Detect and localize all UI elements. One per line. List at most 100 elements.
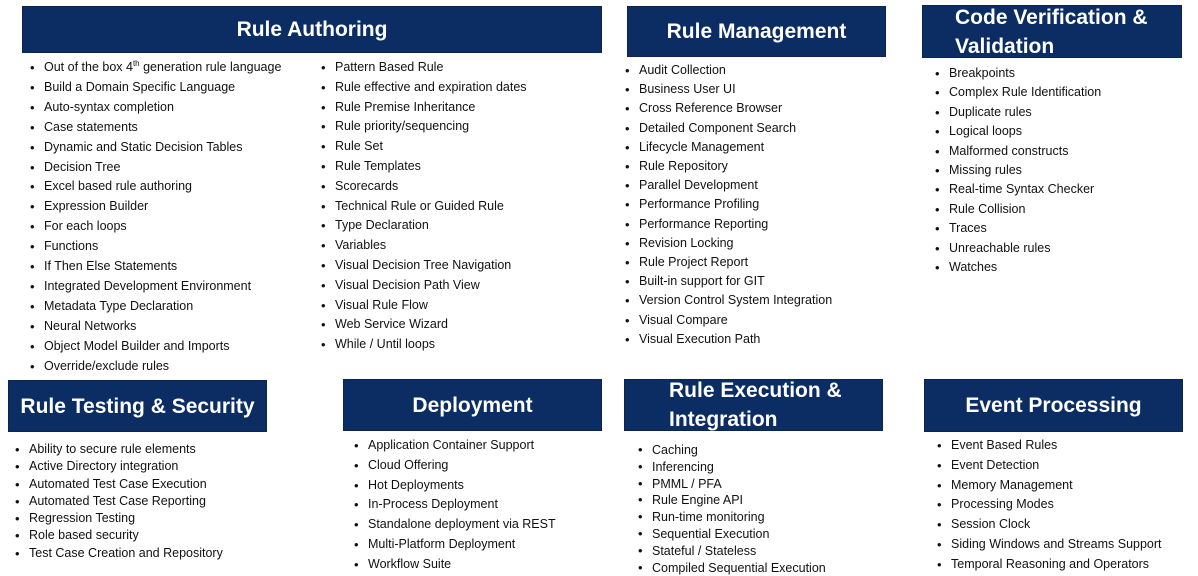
list-item: Built-in support for GIT bbox=[623, 272, 832, 291]
list-item: Event Detection bbox=[935, 456, 1162, 476]
list-item: For each loops bbox=[28, 217, 281, 237]
list-item: Stateful / Stateless bbox=[636, 543, 826, 560]
list-item: Scorecards bbox=[319, 177, 527, 197]
list-item: Metadata Type Declaration bbox=[28, 297, 281, 317]
list-item: Duplicate rules bbox=[933, 103, 1101, 123]
list-item: Rule priority/sequencing bbox=[319, 117, 527, 137]
deployment-title: Deployment bbox=[412, 393, 533, 417]
list-item: Rule effective and expiration dates bbox=[319, 78, 527, 98]
rule-testing-header: Rule Testing & Security bbox=[8, 380, 267, 432]
list-item: Processing Modes bbox=[935, 495, 1162, 515]
code-verification-title: Code Verification & Validation bbox=[955, 5, 1148, 58]
code-verification-header: Code Verification & Validation bbox=[922, 5, 1182, 58]
list-item: While / Until loops bbox=[319, 335, 527, 355]
list-item: Complex Rule Identification bbox=[933, 83, 1101, 103]
rule-execution-list: Caching Inferencing PMML / PFA Rule Engi… bbox=[636, 442, 826, 576]
list-item: Standalone deployment via REST bbox=[352, 515, 556, 535]
list-item: Decision Tree bbox=[28, 158, 281, 178]
list-item: Temporal Reasoning and Operators bbox=[935, 555, 1162, 575]
list-item: Ability to secure rule elements bbox=[13, 441, 223, 459]
list-item: Business User UI bbox=[623, 80, 832, 99]
rule-authoring-list-2: Pattern Based Rule Rule effective and ex… bbox=[319, 58, 527, 355]
rule-authoring-header: Rule Authoring bbox=[22, 6, 602, 53]
list-item: Pattern Based Rule bbox=[319, 58, 527, 78]
rule-execution-title: Rule Execution & Integration bbox=[669, 379, 842, 431]
list-item: If Then Else Statements bbox=[28, 257, 281, 277]
list-item: Run-time monitoring bbox=[636, 509, 826, 526]
list-item: Traces bbox=[933, 219, 1101, 239]
list-item: Override/exclude rules bbox=[28, 357, 281, 377]
list-item: Test Case Creation and Repository bbox=[13, 545, 223, 563]
event-processing-title: Event Processing bbox=[965, 394, 1142, 417]
event-processing-list: Event Based Rules Event Detection Memory… bbox=[935, 436, 1162, 575]
list-item: Workflow Suite bbox=[352, 555, 556, 575]
list-item: Performance Reporting bbox=[623, 215, 832, 234]
rule-authoring-list-1: Out of the box 4th generation rule langu… bbox=[28, 58, 281, 377]
list-item: Expression Builder bbox=[28, 197, 281, 217]
list-item: Malformed constructs bbox=[933, 142, 1101, 162]
rule-testing-list: Ability to secure rule elements Active D… bbox=[13, 441, 223, 562]
list-item: Compiled Sequential Execution bbox=[636, 560, 826, 576]
list-item: Web Service Wizard bbox=[319, 315, 527, 335]
rule-testing-title: Rule Testing & Security bbox=[20, 394, 255, 418]
list-item: Rule Collision bbox=[933, 200, 1101, 220]
list-item: Active Directory integration bbox=[13, 458, 223, 476]
list-item: Logical loops bbox=[933, 122, 1101, 142]
list-item: Neural Networks bbox=[28, 317, 281, 337]
list-item: Memory Management bbox=[935, 476, 1162, 496]
list-item: Parallel Development bbox=[623, 176, 832, 195]
list-item: Rule Engine API bbox=[636, 492, 826, 509]
list-item: Breakpoints bbox=[933, 64, 1101, 84]
list-item: Cloud Offering bbox=[352, 456, 556, 476]
list-item: Real-time Syntax Checker bbox=[933, 180, 1101, 200]
list-item: Version Control System Integration bbox=[623, 291, 832, 310]
rule-management-header: Rule Management bbox=[627, 6, 886, 57]
rule-management-title: Rule Management bbox=[666, 20, 847, 43]
list-item: Caching bbox=[636, 442, 826, 459]
deployment-list: Application Container Support Cloud Offe… bbox=[352, 436, 556, 575]
list-item: Visual Compare bbox=[623, 311, 832, 330]
list-item: Visual Rule Flow bbox=[319, 296, 527, 316]
list-item: Integrated Development Environment bbox=[28, 277, 281, 297]
list-item: Visual Decision Path View bbox=[319, 276, 527, 296]
list-item: Auto-syntax completion bbox=[28, 98, 281, 118]
list-item: Revision Locking bbox=[623, 234, 832, 253]
list-item: PMML / PFA bbox=[636, 476, 826, 493]
list-item: Object Model Builder and Imports bbox=[28, 337, 281, 357]
rule-management-list: Audit Collection Business User UI Cross … bbox=[623, 61, 832, 349]
rule-execution-header: Rule Execution & Integration bbox=[624, 379, 883, 431]
deployment-header: Deployment bbox=[343, 379, 602, 431]
list-item: Excel based rule authoring bbox=[28, 177, 281, 197]
list-item: Performance Profiling bbox=[623, 195, 832, 214]
list-item: In-Process Deployment bbox=[352, 495, 556, 515]
list-item: Rule Repository bbox=[623, 157, 832, 176]
list-item: Out of the box 4th generation rule langu… bbox=[28, 58, 281, 78]
list-item: Siding Windows and Streams Support bbox=[935, 535, 1162, 555]
list-item: Rule Premise Inheritance bbox=[319, 98, 527, 118]
list-item: Multi-Platform Deployment bbox=[352, 535, 556, 555]
list-item: Inferencing bbox=[636, 459, 826, 476]
list-item: Regression Testing bbox=[13, 510, 223, 528]
list-item: Detailed Component Search bbox=[623, 119, 832, 138]
list-item: Visual Decision Tree Navigation bbox=[319, 256, 527, 276]
list-item: Dynamic and Static Decision Tables bbox=[28, 138, 281, 158]
list-item: Rule Templates bbox=[319, 157, 527, 177]
list-item: Rule Set bbox=[319, 137, 527, 157]
list-item: Unreachable rules bbox=[933, 239, 1101, 259]
list-item: Case statements bbox=[28, 118, 281, 138]
list-item: Build a Domain Specific Language bbox=[28, 78, 281, 98]
list-item: Automated Test Case Execution bbox=[13, 476, 223, 494]
list-item: Technical Rule or Guided Rule bbox=[319, 197, 527, 217]
list-item: Audit Collection bbox=[623, 61, 832, 80]
list-item: Hot Deployments bbox=[352, 476, 556, 496]
list-item: Session Clock bbox=[935, 515, 1162, 535]
list-item: Role based security bbox=[13, 527, 223, 545]
list-item: Visual Execution Path bbox=[623, 330, 832, 349]
list-item: Type Declaration bbox=[319, 216, 527, 236]
list-item: Event Based Rules bbox=[935, 436, 1162, 456]
list-item: Functions bbox=[28, 237, 281, 257]
rule-authoring-title: Rule Authoring bbox=[236, 18, 388, 41]
list-item: Sequential Execution bbox=[636, 526, 826, 543]
list-item: Lifecycle Management bbox=[623, 138, 832, 157]
list-item: Watches bbox=[933, 258, 1101, 278]
